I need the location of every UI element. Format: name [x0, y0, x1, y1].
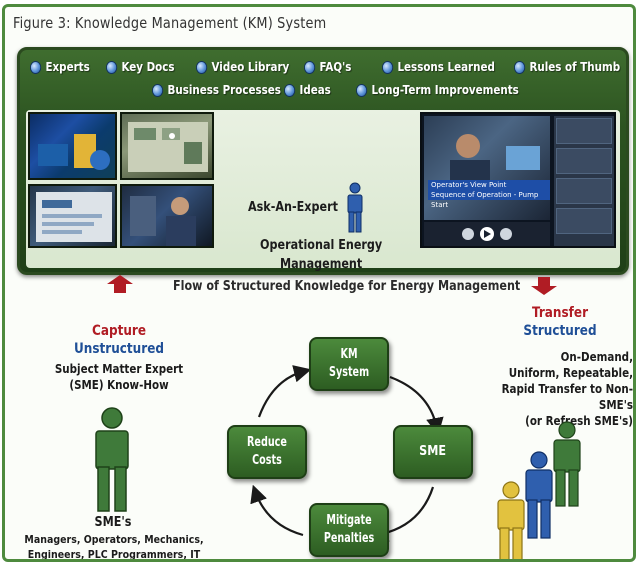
km-link-faqs[interactable]: FAQ's — [304, 60, 351, 74]
blue-person-icon — [525, 451, 553, 539]
bullet-icon — [106, 60, 118, 74]
capture-label: Capture — [91, 323, 147, 339]
oek-label: Operational Energy Management Knowledge — [259, 238, 383, 272]
rewind-icon — [462, 228, 474, 240]
video-controls[interactable] — [424, 222, 550, 246]
playlist-item[interactable] — [556, 118, 612, 144]
smes-roles: Managers, Operators, Mechanics, Engineer… — [24, 533, 204, 561]
video-frame[interactable]: Operator's View Point Sequence of Operat… — [424, 116, 550, 220]
sme-knowhow-label: Subject Matter Expert (SME) Know-How — [54, 362, 184, 392]
arrow-km-to-sme — [389, 375, 444, 436]
bullet-icon — [382, 60, 394, 74]
unstructured-label: Unstructured — [74, 341, 164, 357]
video-player[interactable]: Operator's View Point Sequence of Operat… — [420, 112, 616, 248]
yellow-person-icon — [497, 481, 525, 559]
bullet-icon — [284, 83, 296, 97]
arrow-reduce-to-km — [257, 365, 312, 418]
photo-thumbnail[interactable] — [28, 184, 117, 248]
green-person-icon — [553, 421, 581, 507]
bullet-icon — [30, 60, 42, 74]
km-content-area: Ask-An-Expert Operational Energy Managem… — [26, 110, 620, 272]
sme-person-icon — [95, 407, 129, 512]
km-link-lessons-learned[interactable]: Lessons Learned — [382, 60, 495, 74]
ask-an-expert-label: Ask-An-Expert — [248, 200, 338, 215]
bullet-icon — [152, 83, 164, 97]
forward-icon — [500, 228, 512, 240]
cycle-km-system: KM System — [309, 337, 389, 391]
km-link-long-term-improvements[interactable]: Long-Term Improvements — [356, 83, 519, 97]
figure-frame: Figure 3: Knowledge Management (KM) Syst… — [2, 4, 636, 562]
figure-title: Figure 3: Knowledge Management (KM) Syst… — [13, 14, 327, 32]
photo-thumbnail[interactable] — [120, 184, 214, 248]
structured-label: Structured — [523, 323, 597, 339]
video-playlist[interactable] — [554, 116, 614, 246]
video-caption: Operator's View Point Sequence of Operat… — [428, 180, 550, 209]
cycle-reduce-costs: Reduce Costs — [227, 425, 307, 479]
km-system-panel: Experts Key Docs Video Library FAQ's Les… — [17, 47, 629, 275]
bullet-icon — [514, 60, 526, 74]
photo-thumbnail[interactable] — [120, 112, 214, 180]
km-link-key-docs[interactable]: Key Docs — [106, 60, 175, 74]
transfer-label: Transfer — [531, 305, 589, 321]
bullet-icon — [356, 83, 368, 97]
capture-arrow-up-icon — [107, 275, 133, 293]
bullet-icon — [196, 60, 208, 74]
playlist-item[interactable] — [556, 208, 612, 234]
smes-title: SME's — [94, 515, 132, 530]
km-link-ideas[interactable]: Ideas — [284, 83, 331, 97]
km-link-experts[interactable]: Experts — [30, 60, 90, 74]
cycle-mitigate-penalties: Mitigate Penalties — [309, 503, 389, 557]
cycle-sme: SME — [393, 425, 473, 479]
km-link-video-library[interactable]: Video Library — [196, 60, 289, 74]
transfer-description: On-Demand, Uniform, Repeatable, Rapid Tr… — [501, 350, 633, 428]
transfer-arrow-down-icon — [531, 277, 557, 295]
arrow-mitigate-to-reduce — [250, 484, 304, 537]
playlist-item[interactable] — [556, 148, 612, 174]
playlist-item[interactable] — [556, 178, 612, 204]
km-link-rules-of-thumb[interactable]: Rules of Thumb — [514, 60, 620, 74]
photo-thumbnail[interactable] — [28, 112, 117, 180]
expert-person-icon — [347, 182, 363, 233]
flow-label: Flow of Structured Knowledge for Energy … — [173, 279, 521, 294]
bullet-icon — [304, 60, 316, 74]
km-link-business-processes[interactable]: Business Processes — [152, 83, 281, 97]
